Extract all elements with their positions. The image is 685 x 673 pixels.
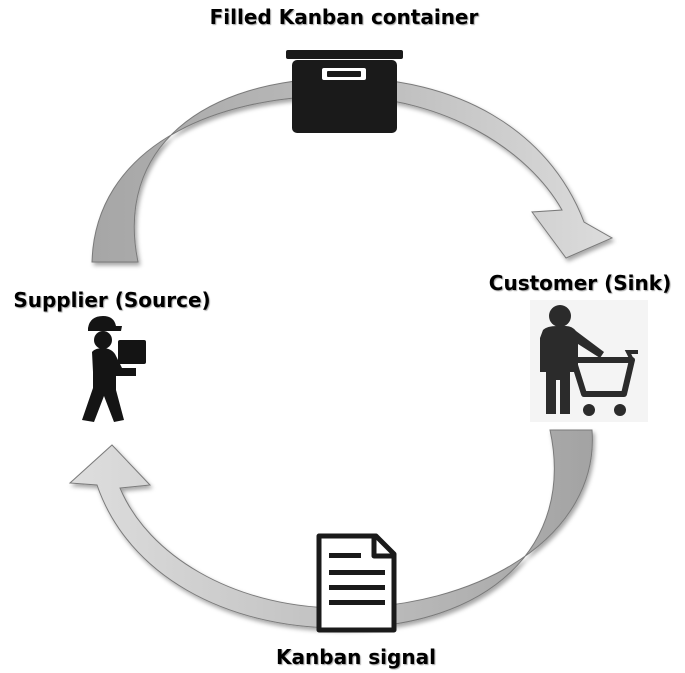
document-icon [316, 533, 397, 633]
left-label: Supplier (Source) [13, 288, 210, 312]
top-label: Filled Kanban container [210, 5, 479, 29]
storage-box-icon [286, 50, 403, 133]
shopping-cart-customer-icon [530, 300, 648, 422]
flow-arrow-top [91, 77, 614, 263]
delivery-person-icon [82, 316, 146, 422]
bottom-label: Kanban signal [276, 645, 436, 669]
flow-arrow-bottom [68, 429, 593, 629]
right-label: Customer (Sink) [489, 271, 671, 295]
